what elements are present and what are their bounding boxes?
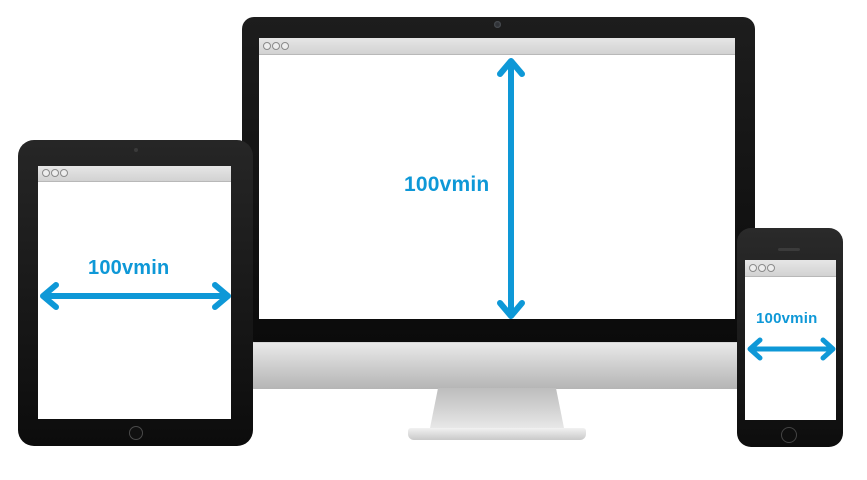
window-dot-icon [272, 42, 280, 50]
phone-dimension-label: 100vmin [756, 310, 818, 327]
monitor-stand-base [408, 428, 586, 440]
phone-browser-bar [745, 260, 836, 277]
phone-home-button-icon [781, 427, 797, 443]
window-dot-icon [42, 169, 50, 177]
monitor-screen [259, 38, 735, 319]
window-dot-icon [263, 42, 271, 50]
phone-speaker-icon [778, 248, 800, 251]
monitor-stand [430, 388, 564, 428]
tablet-camera-icon [134, 148, 138, 152]
monitor-dimension-label: 100vmin [404, 173, 490, 196]
tablet-screen [38, 166, 231, 419]
tablet-home-button-icon [129, 426, 143, 440]
monitor-browser-bar [259, 38, 735, 55]
monitor-vertical-arrow [497, 58, 525, 319]
monitor-chin [242, 342, 755, 389]
window-dot-icon [767, 264, 775, 272]
tablet-horizontal-arrow [40, 282, 231, 310]
window-dot-icon [749, 264, 757, 272]
phone-horizontal-arrow [747, 337, 836, 361]
tablet-dimension-label: 100vmin [88, 257, 170, 279]
camera-icon [494, 21, 501, 28]
window-dot-icon [51, 169, 59, 177]
window-dot-icon [60, 169, 68, 177]
window-dot-icon [758, 264, 766, 272]
tablet-browser-bar [38, 166, 231, 182]
window-dot-icon [281, 42, 289, 50]
